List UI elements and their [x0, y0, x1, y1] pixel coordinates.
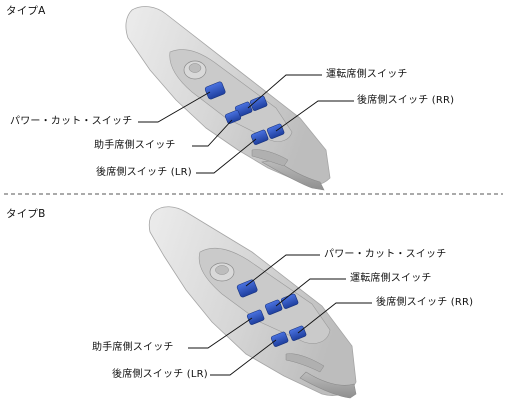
- type-a-panel: [125, 6, 331, 191]
- type-b-panel: [148, 206, 357, 399]
- label-rear-right-switch-a: 後席側スイッチ (RR): [357, 95, 455, 106]
- leader-rear-left-b: [210, 339, 277, 376]
- armrest-edge: [261, 159, 325, 191]
- lock-knob[interactable]: [183, 60, 207, 80]
- label-power-cut-switch-a: パワー・カット・スイッチ: [10, 116, 133, 127]
- label-passenger-switch-a: 助手席側スイッチ: [94, 140, 176, 151]
- leader-rear-right-a: [275, 100, 354, 132]
- driver-switch-keys[interactable]: [264, 293, 299, 315]
- section-title-type-b: タイプB: [6, 208, 46, 220]
- leader-driver-a: [247, 74, 322, 109]
- type-b-leader-lines: [188, 254, 372, 376]
- armrest-edge: [299, 371, 357, 399]
- rear-left-switch-key[interactable]: [250, 129, 269, 145]
- leader-passenger-a: [192, 119, 233, 147]
- leader-rear-left-a: [196, 138, 257, 174]
- label-passenger-switch-b: 助手席側スイッチ: [92, 342, 174, 353]
- label-rear-left-switch-b: 後席側スイッチ (LR): [112, 369, 208, 380]
- lock-knob[interactable]: [209, 262, 235, 282]
- power-cut-switch-key[interactable]: [236, 279, 258, 298]
- passenger-switch-keys[interactable]: [224, 110, 242, 125]
- leader-passenger-b: [188, 317, 253, 349]
- label-rear-right-switch-b: 後席側スイッチ (RR): [376, 297, 474, 308]
- label-rear-left-switch-a: 後席側スイッチ (LR): [96, 167, 192, 178]
- armrest-pocket: [251, 149, 289, 167]
- leader-power-cut-a: [138, 91, 211, 123]
- leader-driver-b: [275, 278, 346, 307]
- rear-right-switch-key[interactable]: [266, 123, 285, 139]
- leader-power-cut-b: [245, 254, 320, 287]
- armrest-pocket: [285, 353, 325, 373]
- label-driver-switch-a: 運転席側スイッチ: [326, 69, 408, 80]
- leader-rear-right-b: [297, 302, 372, 334]
- section-title-type-a: タイプA: [6, 5, 46, 17]
- label-driver-switch-b: 運転席側スイッチ: [350, 273, 432, 284]
- type-a-leader-lines: [138, 74, 354, 174]
- label-power-cut-switch-b: パワー・カット・スイッチ: [324, 249, 447, 260]
